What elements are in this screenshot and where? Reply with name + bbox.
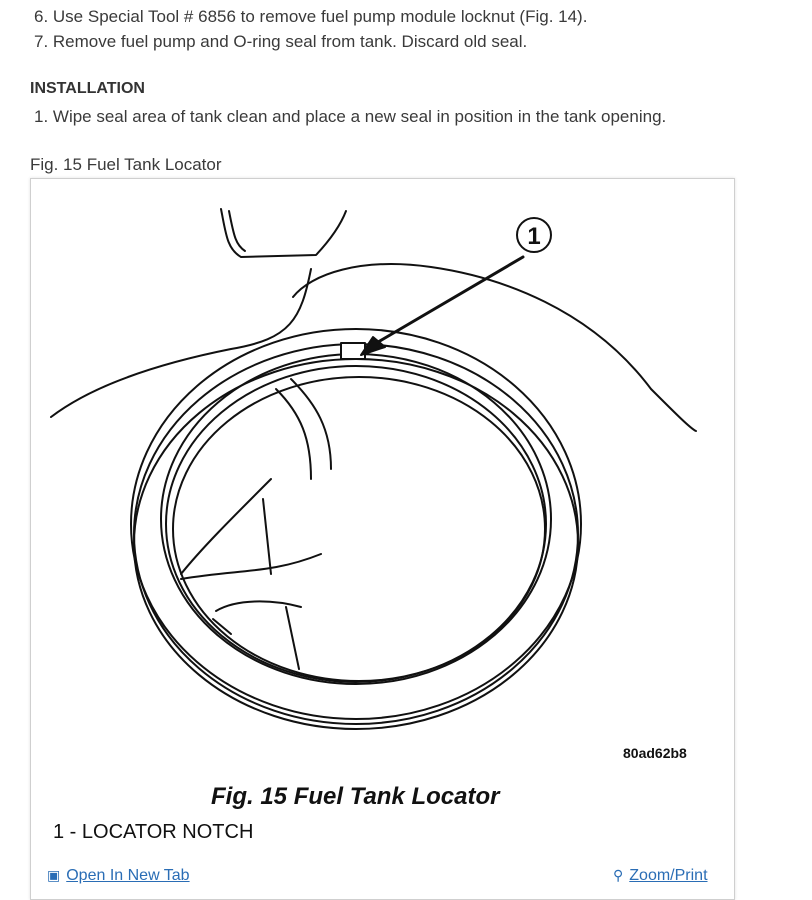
ring-outer-lower [133, 343, 579, 725]
interior-line-8 [275, 388, 312, 480]
interior-line-4 [215, 600, 302, 612]
locator-notch [340, 342, 366, 360]
interior-line-6 [285, 606, 300, 670]
section-heading-installation: INSTALLATION [30, 80, 145, 97]
callout-circle [516, 217, 552, 253]
zoom-print-link[interactable]: ⚲ Zoom/Print [613, 867, 708, 885]
interior-line-1 [180, 553, 322, 580]
interior-line-3 [262, 498, 272, 575]
callout-arrow-head [360, 336, 386, 356]
zoom-print-label: Zoom/Print [629, 867, 708, 884]
ring-base-edge [133, 358, 579, 730]
procedure-step-7: 7. Remove fuel pump and O-ring seal from… [34, 32, 528, 51]
installation-step-1: 1. Wipe seal area of tank clean and plac… [34, 107, 667, 126]
callout-arrow-line [371, 255, 525, 347]
external-window-icon: ▣ [47, 867, 61, 883]
open-in-new-tab-label: Open In New Tab [66, 867, 190, 884]
figure-embedded-title: Fig. 15 Fuel Tank Locator [211, 783, 500, 810]
tank-contour-right [292, 263, 697, 432]
procedure-step-6: 6. Use Special Tool # 6856 to remove fue… [34, 7, 588, 26]
tank-contour-left [50, 268, 312, 418]
ring-inner-lip [165, 365, 547, 683]
tank-bracket-outline [220, 208, 347, 258]
image-code-label: 80ad62b8 [623, 745, 687, 761]
callout-number: 1 [527, 223, 540, 250]
interior-line-5 [212, 618, 232, 635]
ring-opening [172, 376, 546, 682]
interior-line-2 [180, 478, 272, 575]
open-in-new-tab-link[interactable]: ▣ Open In New Tab [47, 867, 190, 885]
interior-line-7 [290, 378, 332, 470]
figure-caption: Fig. 15 Fuel Tank Locator [30, 155, 222, 174]
figure-container: 1 80ad62b8 Fig. 15 Fuel Tank Locator 1 -… [30, 178, 735, 900]
figure-legend: 1 - LOCATOR NOTCH [53, 821, 254, 843]
fuel-tank-illustration: 1 [50, 208, 697, 730]
tank-bracket-inner [228, 210, 246, 252]
ring-outer-edge [130, 328, 582, 720]
magnifier-icon: ⚲ [613, 867, 624, 883]
